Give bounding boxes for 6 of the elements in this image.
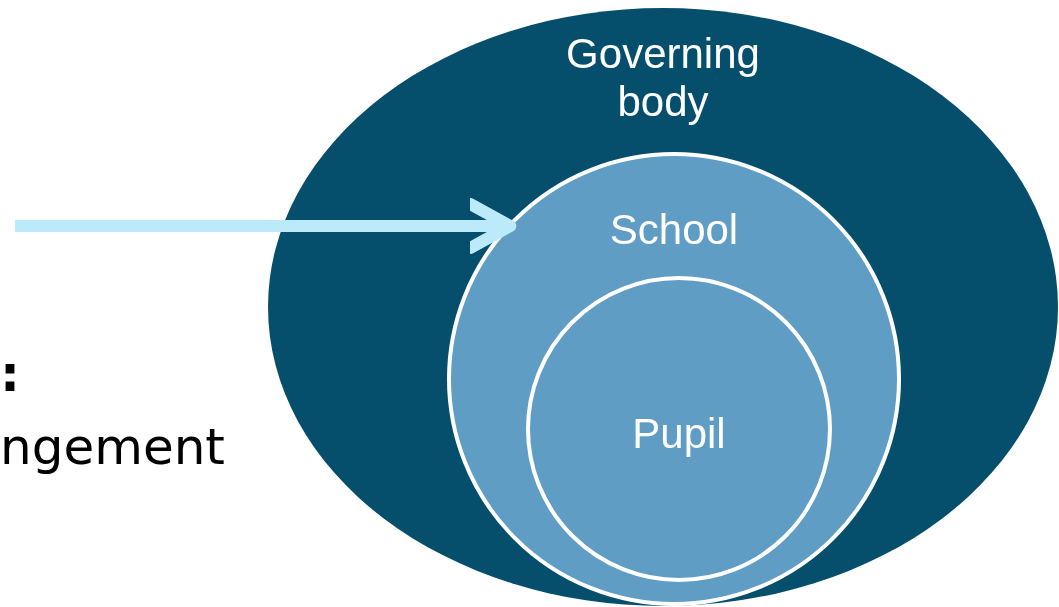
node-label: School [608, 206, 740, 254]
text-label: ngement [0, 418, 225, 476]
node-label: Pupil [631, 410, 727, 458]
text-label: : [0, 345, 20, 403]
node-label: Governing body [565, 30, 761, 126]
arrow [15, 198, 517, 254]
